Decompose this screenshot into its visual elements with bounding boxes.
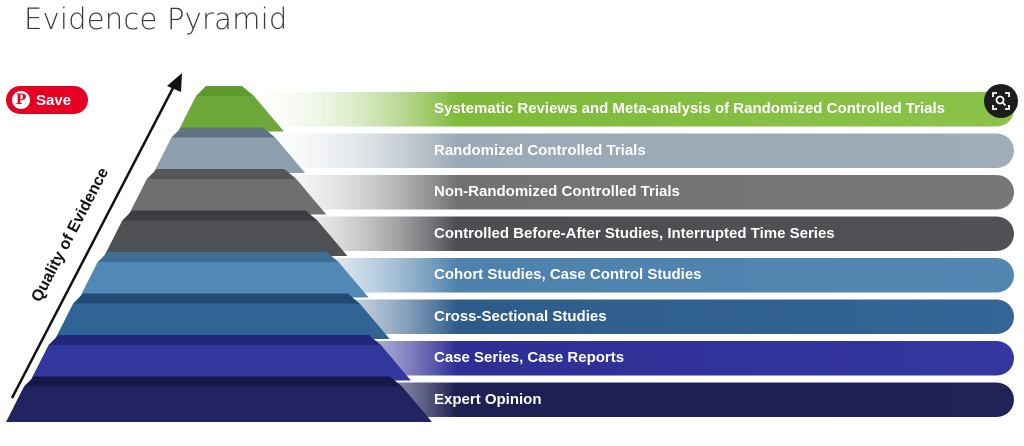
tier-label: Expert Opinion xyxy=(434,390,542,408)
tier-block-front xyxy=(128,179,327,215)
tier-label: Randomized Controlled Trials xyxy=(434,141,646,159)
visual-search-button[interactable] xyxy=(984,84,1018,118)
tier-block-front xyxy=(79,262,369,298)
tier-block-top xyxy=(146,169,297,179)
tier-block-top xyxy=(48,335,381,345)
arrow-up-icon xyxy=(167,73,182,92)
tier-band xyxy=(240,382,1014,417)
tier-block-top xyxy=(97,252,339,262)
tier-band xyxy=(240,258,1014,293)
pinterest-icon: P xyxy=(12,91,30,109)
visual-search-icon xyxy=(992,92,1010,110)
tier-block-front xyxy=(6,386,432,422)
tier-band xyxy=(240,133,1014,168)
tier-label: Cross-Sectional Studies xyxy=(434,307,607,325)
tier-band xyxy=(240,175,1014,210)
save-button-label: Save xyxy=(36,91,72,109)
tier-band xyxy=(240,299,1014,334)
tier-block-top xyxy=(196,86,254,96)
tier-band xyxy=(240,341,1014,376)
tier-block-front xyxy=(30,345,411,381)
tier-label: Controlled Before-After Studies, Interru… xyxy=(434,224,835,242)
quality-axis-line xyxy=(10,85,176,399)
pyramid-bands xyxy=(240,92,1014,417)
tier-block-front xyxy=(153,137,306,173)
page-title: Evidence Pyramid xyxy=(24,2,288,36)
tier-block-top xyxy=(122,210,318,221)
pinterest-save-button[interactable]: P Save xyxy=(6,86,88,114)
tier-block-front xyxy=(55,303,390,339)
tier-block-top xyxy=(24,376,402,387)
tier-block-front xyxy=(104,220,348,256)
tier-label: Systematic Reviews and Meta-analysis of … xyxy=(434,100,945,118)
tier-block-top xyxy=(73,293,360,304)
pyramid-blocks xyxy=(6,86,432,422)
tier-block-top xyxy=(171,127,276,138)
tier-band xyxy=(240,216,1014,251)
tier-label: Non-Randomized Controlled Trials xyxy=(434,183,680,201)
tier-band xyxy=(240,92,1014,127)
tier-label: Cohort Studies, Case Control Studies xyxy=(434,266,702,284)
tier-block-front xyxy=(178,96,284,132)
tier-label: Case Series, Case Reports xyxy=(434,349,625,367)
